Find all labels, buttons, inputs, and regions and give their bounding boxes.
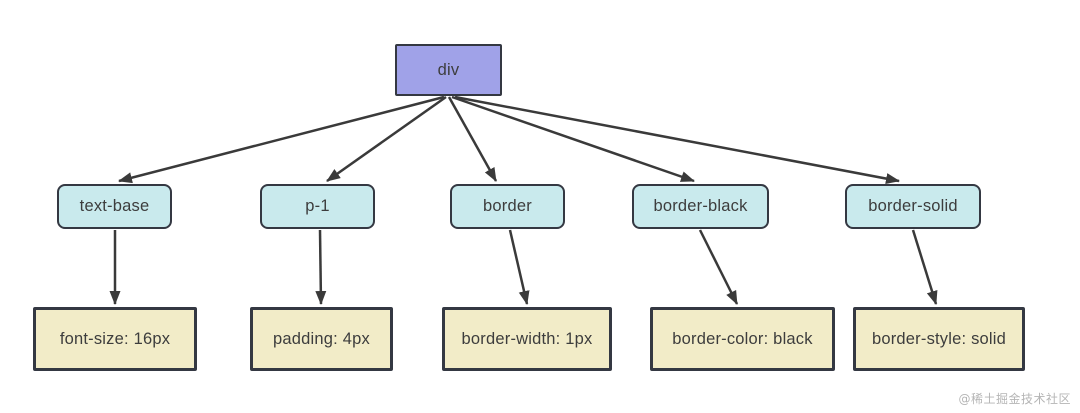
edge-div-to-border-black bbox=[451, 95, 695, 183]
edge-div-to-border-solid bbox=[454, 95, 900, 184]
edge-border-black-to-border-color bbox=[698, 229, 739, 305]
edge-div-to-text-base bbox=[118, 95, 445, 184]
watermark: @稀土掘金技术社区 bbox=[958, 392, 1071, 406]
node-div: div bbox=[395, 44, 502, 96]
node-border-solid: border-solid bbox=[845, 184, 981, 229]
edge-div-to-p-1 bbox=[326, 95, 447, 183]
node-p-1: p-1 bbox=[260, 184, 375, 229]
edge-div-to-border bbox=[447, 96, 498, 182]
node-padding: padding: 4px bbox=[250, 307, 393, 371]
node-border-black: border-black bbox=[632, 184, 769, 229]
node-border-color: border-color: black bbox=[650, 307, 835, 371]
node-border-width: border-width: 1px bbox=[442, 307, 612, 371]
edge-p-1-to-padding bbox=[315, 229, 327, 305]
node-border-style: border-style: solid bbox=[853, 307, 1025, 371]
node-font-size: font-size: 16px bbox=[33, 307, 197, 371]
edge-border-solid-to-border-style bbox=[911, 229, 938, 305]
edge-border-to-border-width bbox=[508, 229, 530, 305]
node-text-base: text-base bbox=[57, 184, 172, 229]
node-border: border bbox=[450, 184, 565, 229]
